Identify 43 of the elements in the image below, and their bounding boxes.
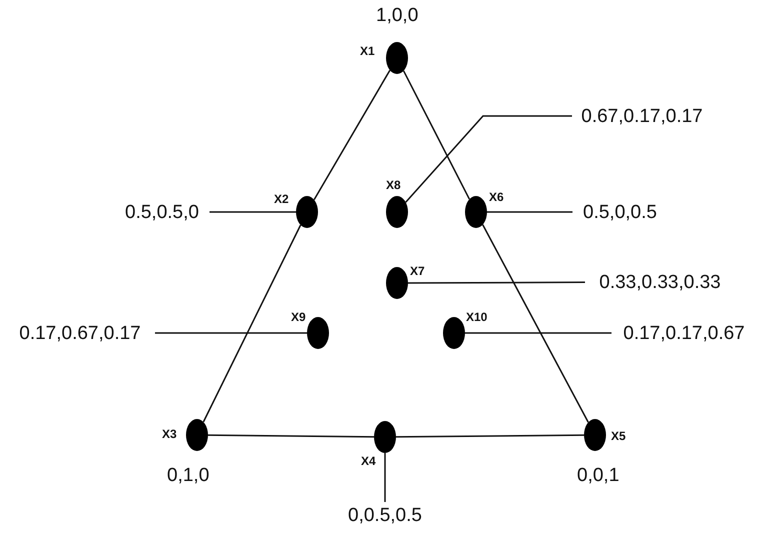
- triangle-side: [482, 224, 589, 423]
- point-marker: [386, 267, 408, 299]
- triangle-side: [396, 434, 584, 438]
- leader-line: [384, 453, 386, 502]
- point-label: X6: [489, 191, 504, 203]
- point-label: X3: [162, 428, 177, 440]
- point-marker: [584, 419, 606, 451]
- point-marker: [443, 317, 465, 349]
- leader-line: [465, 332, 612, 334]
- coordinate-label: 0,0,1: [577, 466, 620, 485]
- coordinate-label: 0.17,0.17,0.67: [623, 324, 745, 342]
- point-marker: [386, 196, 408, 228]
- coordinate-label: 0.17,0.67,0.17: [19, 324, 141, 342]
- point-marker: [374, 421, 396, 453]
- point-label: X8: [386, 179, 401, 191]
- coordinate-label: 0.5,0,0.5: [583, 202, 657, 222]
- point-marker: [296, 196, 318, 228]
- point-label: X9: [291, 311, 306, 323]
- point-marker: [186, 419, 208, 451]
- leader-line: [155, 332, 307, 334]
- coordinate-label: 0.33,0.33,0.33: [599, 272, 721, 292]
- leader-line: [487, 211, 572, 213]
- coordinate-label: 0.5,0.5,0: [125, 202, 199, 222]
- leader-line: [405, 115, 572, 203]
- point-marker: [307, 317, 329, 349]
- coordinate-label: 0,1,0: [167, 466, 210, 485]
- point-label: X7: [410, 265, 425, 277]
- point-label: X4: [361, 455, 376, 467]
- leader-line: [408, 282, 585, 284]
- point-label: X5: [611, 430, 626, 442]
- triangle-side: [208, 434, 374, 438]
- point-label: X10: [466, 311, 488, 323]
- point-label: X1: [360, 45, 375, 57]
- triangle-side: [402, 70, 470, 200]
- coordinate-label: 1,0,0: [376, 6, 418, 25]
- coordinate-label: 0.67,0.17,0.17: [581, 106, 703, 126]
- leader-line: [210, 211, 296, 213]
- triangle-side: [313, 70, 391, 200]
- point-marker: [465, 196, 487, 228]
- triangle-side: [202, 224, 302, 422]
- point-marker: [386, 42, 408, 74]
- point-label: X2: [274, 193, 289, 205]
- coordinate-label: 0,0.5,0.5: [348, 506, 422, 524]
